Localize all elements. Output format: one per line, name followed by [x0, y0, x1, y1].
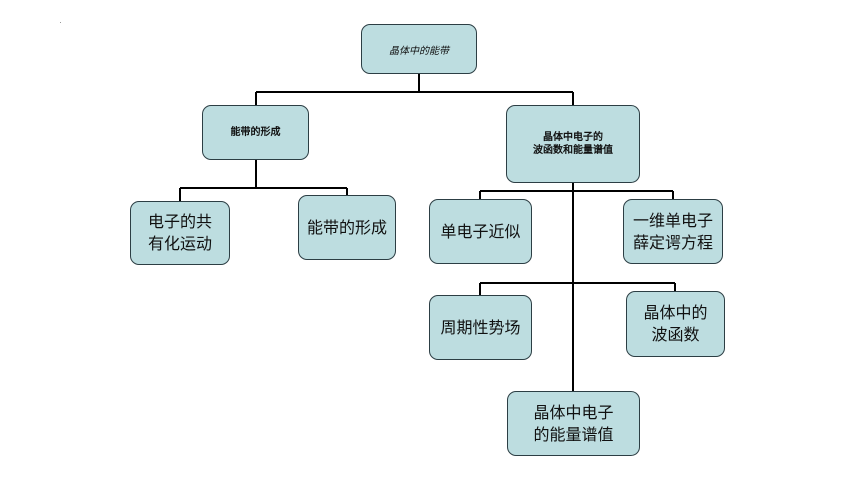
one-dim-schrodinger-equation-node: 一维单电子 薛定谔方程 — [623, 199, 723, 264]
periodic-potential-node: 周期性势场 — [429, 295, 532, 360]
crystal-electron-energy-spectrum-node: 晶体中电子 的能量谱值 — [507, 391, 640, 456]
electron-wavefunction-energy-branch-node: 晶体中电子的 波函数和能量谱值 — [506, 105, 640, 183]
band-formation-branch-node: 能带的形成 — [202, 105, 309, 160]
crystal-wavefunction-node: 晶体中的 波函数 — [626, 291, 725, 357]
electron-sharing-motion-node: 电子的共 有化运动 — [130, 201, 230, 265]
band-formation-leaf-node: 能带的形成 — [298, 195, 396, 260]
single-electron-approximation-node: 单电子近似 — [429, 199, 532, 264]
root-node: 晶体中的能带 — [361, 24, 477, 74]
stray-mark — [60, 22, 61, 23]
